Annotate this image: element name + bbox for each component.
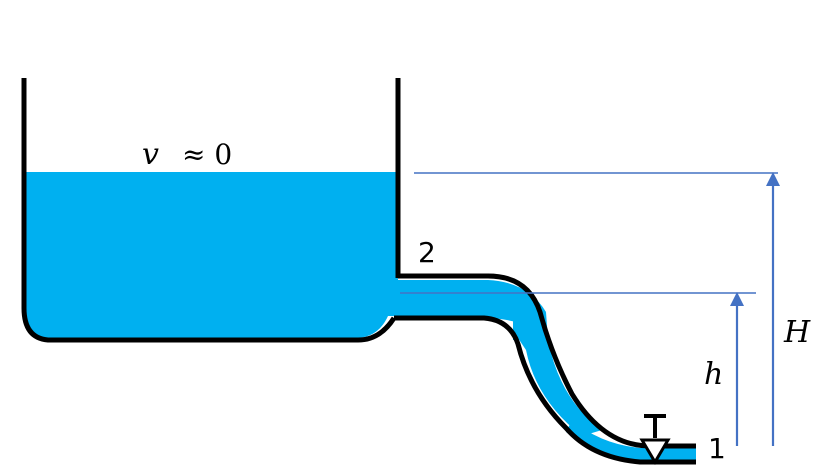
point-2-label: 2 xyxy=(418,236,436,269)
point-1-label: 1 xyxy=(708,432,726,465)
H-arrow-head xyxy=(766,172,780,186)
velocity-relation: ≈ 0 xyxy=(182,138,232,171)
water-level-triangle-icon xyxy=(639,438,671,465)
valve-icon xyxy=(644,414,666,438)
height-H-label: H xyxy=(783,315,811,350)
height-h-label: h xyxy=(704,357,723,392)
tank-left-wall xyxy=(21,78,397,343)
h-arrow-head xyxy=(730,292,744,306)
pipe-lower-wall xyxy=(394,315,696,465)
pipe-water-joint-1 xyxy=(513,318,533,340)
pipe-water-descending xyxy=(514,312,602,436)
velocity-symbol: v xyxy=(142,137,159,172)
tank-water xyxy=(24,172,398,338)
pipe-water-horizontal xyxy=(398,280,546,322)
pipe-upper-wall xyxy=(398,273,696,449)
